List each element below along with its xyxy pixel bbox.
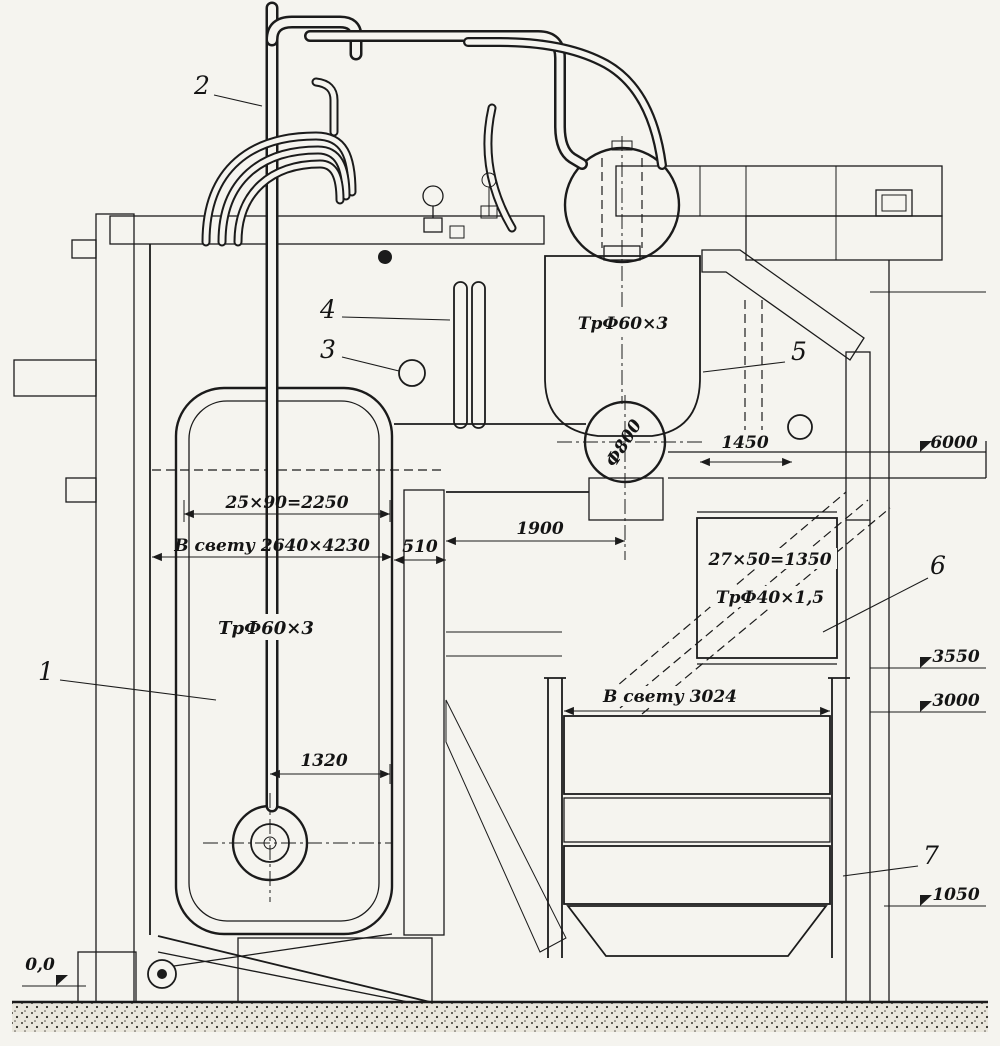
- tube-bank: [696, 517, 838, 659]
- ground: [12, 1000, 988, 1032]
- down-pipe-left: [485, 105, 515, 231]
- roof-slope: [701, 249, 865, 361]
- part-label-6: 6: [930, 551, 946, 580]
- elev-flag-3550: [920, 657, 932, 668]
- downcomer-loop-2: [471, 281, 486, 429]
- pulley: [147, 959, 177, 989]
- valve-small: [449, 225, 465, 239]
- downcomer-loop-1: [453, 281, 468, 429]
- valve-wheel: [422, 185, 444, 207]
- dim-510: 510: [402, 537, 438, 557]
- hook-pipe: [313, 79, 337, 135]
- elev-6000: 6000: [930, 433, 977, 453]
- ceiling: [109, 215, 545, 245]
- top-girder-2: [745, 215, 943, 261]
- piping: [201, 1, 667, 813]
- pulley-hub: [157, 969, 167, 979]
- elev-0: 0,0: [25, 955, 55, 975]
- elev-1050: 1050: [932, 885, 979, 905]
- dim-pitch-bank: 27×50=1350: [707, 550, 831, 570]
- dim-clear-main: В свету 2640×4230: [173, 536, 370, 556]
- eco-block-lower: [563, 845, 831, 905]
- part-label-1: 1: [38, 657, 54, 686]
- frame: [446, 165, 987, 1002]
- riser-tube-1: [203, 133, 355, 245]
- masonry: [13, 213, 871, 1003]
- slope-line-2: [157, 951, 409, 1003]
- fittings: [378, 172, 498, 429]
- centerlines: [203, 136, 703, 902]
- part-callouts: 1 2 3 4 5 6 7: [38, 71, 946, 877]
- dim-tube-screen: ТрФ60×3: [578, 314, 669, 334]
- slope-line-1: [157, 935, 431, 1003]
- waterwall-inner: [188, 400, 380, 922]
- cyclone-support: [588, 477, 664, 521]
- brickwork: [237, 937, 433, 1003]
- right-wall: [845, 351, 871, 521]
- waterwall-outer: [174, 386, 394, 936]
- part-label-2: 2: [193, 71, 210, 100]
- elev-flag-0: [56, 975, 68, 986]
- dim-dia-800: Ф800: [602, 416, 646, 471]
- wall-fitting: [398, 359, 426, 387]
- top-girder: [615, 165, 943, 217]
- left-foundation: [77, 951, 137, 1003]
- elev-flag-3000: [920, 701, 932, 712]
- part-label-3: 3: [320, 335, 336, 364]
- furnace: [152, 386, 444, 936]
- instrument-box-inner: [881, 194, 907, 212]
- dim-clear-3024: В свету 3024: [602, 687, 737, 707]
- riser-tube-3: [235, 161, 343, 245]
- left-bracket: [65, 477, 97, 503]
- ceiling-ball-joint: [378, 250, 392, 264]
- dim-pitch-top: 25×90=2250: [224, 493, 348, 513]
- grate-cable: [173, 933, 393, 967]
- part-label-5: 5: [791, 337, 807, 366]
- eco-block-upper: [563, 715, 831, 795]
- dim-1450: 1450: [721, 433, 768, 453]
- crossover-duct: [394, 423, 664, 521]
- dim-1900: 1900: [516, 519, 563, 539]
- eco-hopper: [566, 905, 828, 957]
- valve-body: [423, 217, 443, 233]
- left-wall: [95, 213, 135, 1003]
- economizer: [544, 677, 850, 958]
- dim-tube-bank: ТрФ40×1,5: [716, 588, 824, 608]
- ground-texture: [12, 1002, 988, 1032]
- dim-1320: 1320: [300, 751, 347, 771]
- elev-3000: 3000: [932, 691, 979, 711]
- feed-line: [465, 39, 665, 168]
- left-bracket-top: [71, 239, 97, 259]
- gauge-body: [480, 205, 498, 219]
- partition-wall: [403, 489, 445, 936]
- manhole: [787, 414, 813, 440]
- elev-3550: 3550: [932, 647, 979, 667]
- dimensions: 25×90=2250 В свету 2640×4230 510 1900 14…: [152, 311, 837, 784]
- inclined-duct: [445, 699, 567, 953]
- elev-flag-6000: [920, 441, 932, 452]
- elev-flag-1050: [920, 895, 932, 906]
- instrument-box: [875, 189, 913, 217]
- dim-tube-furnace: ТрФ60×3: [218, 618, 314, 639]
- furnace-bottom: [147, 933, 433, 1003]
- elevation-marks: 6000 3550 3000 1050 0,0: [22, 433, 986, 987]
- eco-mid-section: [563, 797, 831, 843]
- riser-tube-2: [219, 147, 349, 245]
- steam-line: [306, 32, 586, 168]
- left-buckstay: [13, 359, 97, 397]
- drum-tube-screen: [544, 255, 701, 437]
- part-label-7: 7: [923, 841, 939, 870]
- part-label-4: 4: [319, 295, 336, 324]
